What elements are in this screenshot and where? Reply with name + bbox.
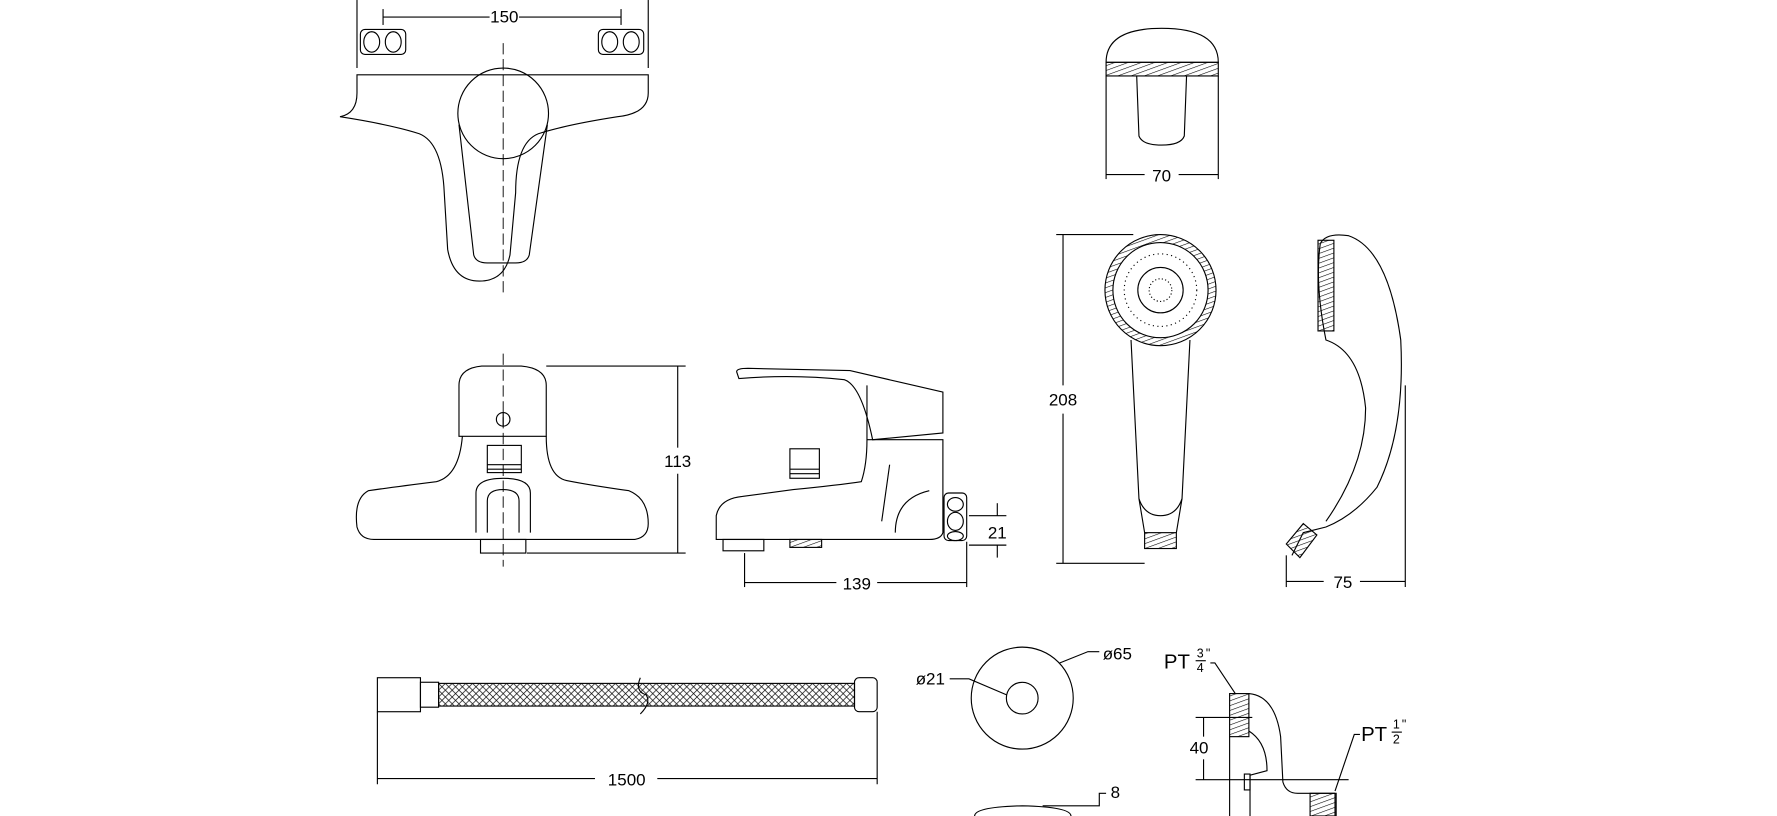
dim-75: 75 bbox=[1333, 573, 1352, 592]
mixer-top-view: 150 bbox=[339, 0, 649, 297]
svg-text:": " bbox=[1206, 646, 1210, 660]
dim-139: 139 bbox=[843, 574, 871, 593]
svg-text:3: 3 bbox=[1197, 646, 1204, 660]
dim-70: 70 bbox=[1152, 166, 1171, 185]
wall-flange: ø21 ø65 8 bbox=[916, 645, 1132, 816]
svg-text:PT: PT bbox=[1361, 724, 1387, 746]
svg-text:1: 1 bbox=[1393, 718, 1400, 732]
dim-1500: 1500 bbox=[608, 770, 646, 789]
mixer-side-view: 139 21 bbox=[715, 367, 1007, 593]
shower-head-top-view: 70 bbox=[1105, 27, 1219, 185]
eccentric-connector: 40 PT 3 4 " PT 1 2 " bbox=[1164, 646, 1406, 816]
dim-113: 113 bbox=[664, 452, 691, 471]
dim-8: 8 bbox=[1111, 783, 1120, 802]
svg-text:PT: PT bbox=[1164, 652, 1190, 674]
shower-hose: 1500 bbox=[376, 677, 878, 789]
thread-label-3-4: PT 3 4 " bbox=[1164, 646, 1210, 675]
mixer-front-view: 113 bbox=[355, 353, 691, 567]
svg-text:": " bbox=[1402, 718, 1406, 732]
hand-shower-side-view: 75 bbox=[1285, 234, 1406, 592]
dim-208: 208 bbox=[1049, 391, 1077, 410]
dim-21: 21 bbox=[988, 523, 1007, 542]
hand-shower-front-view: 208 bbox=[1049, 234, 1217, 564]
dim-150: 150 bbox=[490, 8, 518, 27]
dim-o21: ø21 bbox=[916, 670, 945, 689]
svg-text:2: 2 bbox=[1393, 732, 1400, 746]
dim-o65: ø65 bbox=[1103, 645, 1132, 664]
svg-text:4: 4 bbox=[1197, 661, 1204, 675]
dim-40: 40 bbox=[1190, 739, 1209, 758]
thread-label-1-2: PT 1 2 " bbox=[1361, 718, 1406, 747]
